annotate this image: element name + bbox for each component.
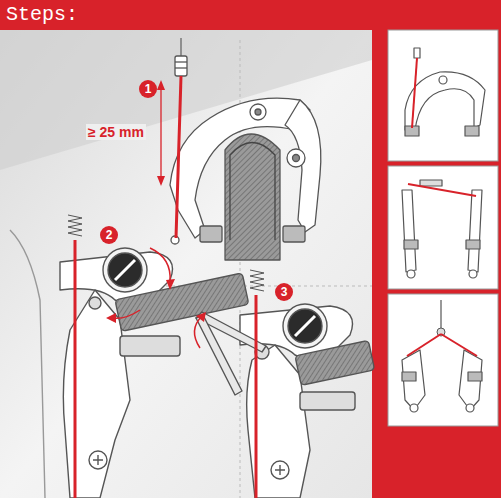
title: Steps: [6, 3, 78, 26]
callout-number: 1 [139, 80, 157, 98]
dimension: ≥ 25 mm [86, 124, 146, 140]
callout-number: 3 [275, 283, 293, 301]
callout-number: 2 [100, 226, 118, 244]
